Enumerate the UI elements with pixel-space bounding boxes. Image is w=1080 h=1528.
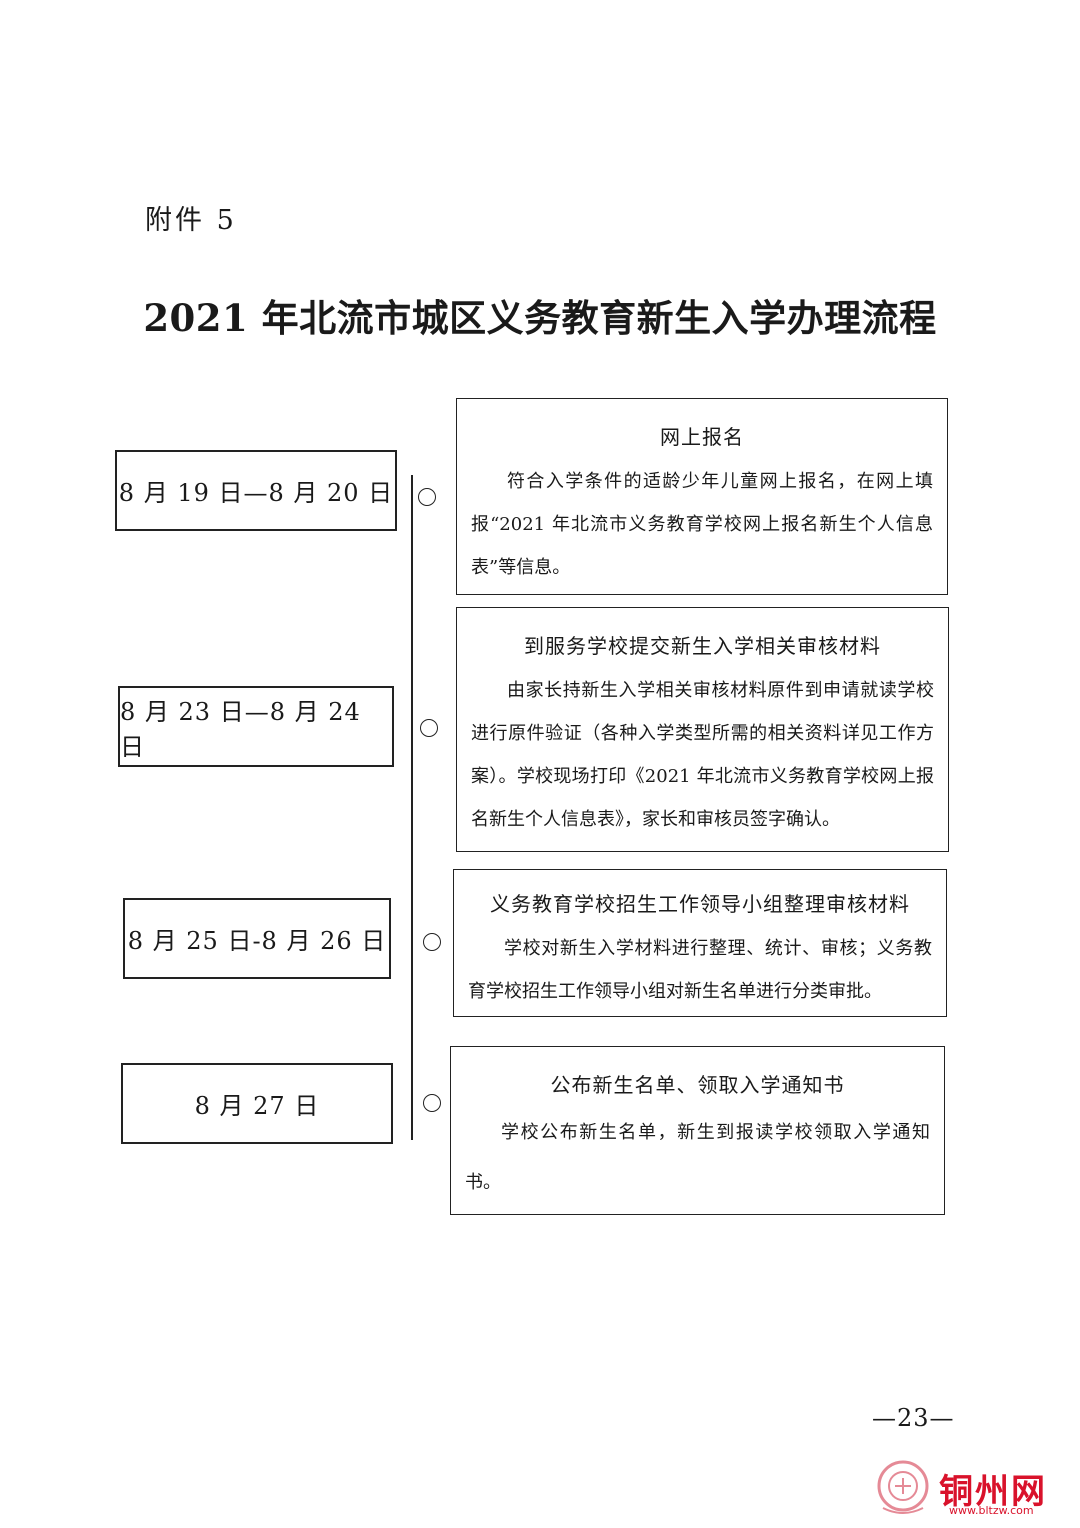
step-title: 到服务学校提交新生入学相关审核材料 — [524, 634, 881, 658]
date-box-1: 8 月 19 日—8 月 20 日 — [115, 450, 397, 531]
step-box-2: 到服务学校提交新生入学相关审核材料 由家长持新生入学相关审核材料原件到申请就读学… — [456, 607, 949, 852]
timeline-line — [411, 475, 413, 1140]
step-body: 学校公布新生名单，新生到报读学校领取入学通知书。 — [465, 1122, 930, 1193]
date-text: 8 月 25 日-8 月 26 日 — [127, 927, 387, 955]
step-title: 网上报名 — [660, 425, 744, 449]
date-text: 8 月 27 日 — [194, 1092, 320, 1120]
step-title: 公布新生名单、领取入学通知书 — [550, 1073, 845, 1097]
date-text: 8 月 23 日—8 月 24 日 — [120, 697, 361, 761]
timeline-node-4 — [423, 1094, 441, 1112]
step-body: 由家长持新生入学相关审核材料原件到申请就读学校进行原件验证（各种入学类型所需的相… — [471, 680, 934, 830]
date-text: 8 月 19 日—8 月 20 日 — [118, 479, 394, 507]
step-body: 学校对新生入学材料进行整理、统计、审核；义务教育学校招生工作领导小组对新生名单进… — [468, 938, 932, 1002]
watermark-url: www.bltzw.com — [949, 1504, 1034, 1517]
page-title: 2021 年北流市城区义务教育新生入学办理流程 — [143, 296, 937, 340]
step-box-1: 网上报名 符合入学条件的适龄少年儿童网上报名，在网上填报“2021 年北流市义务… — [456, 398, 948, 595]
watermark-text: 铜州网 — [939, 1472, 1047, 1512]
timeline-node-1 — [418, 488, 436, 506]
date-box-3: 8 月 25 日-8 月 26 日 — [123, 898, 391, 979]
step-box-4: 公布新生名单、领取入学通知书 学校公布新生名单，新生到报读学校领取入学通知书。 — [450, 1046, 945, 1215]
attachment-label: 附件 5 — [145, 205, 237, 236]
watermark-logo: 铜州网 www.bltzw.com — [873, 1458, 1073, 1520]
seal-icon — [877, 1460, 929, 1514]
page-number: —23— — [872, 1404, 955, 1432]
timeline-node-3 — [423, 933, 441, 951]
step-body: 符合入学条件的适龄少年儿童网上报名，在网上填报“2021 年北流市义务教育学校网… — [471, 471, 933, 578]
step-box-3: 义务教育学校招生工作领导小组整理审核材料 学校对新生入学材料进行整理、统计、审核… — [453, 869, 947, 1017]
timeline-node-2 — [420, 719, 438, 737]
step-title: 义务教育学校招生工作领导小组整理审核材料 — [490, 892, 910, 916]
date-box-2: 8 月 23 日—8 月 24 日 — [118, 686, 394, 767]
date-box-4: 8 月 27 日 — [121, 1063, 393, 1144]
